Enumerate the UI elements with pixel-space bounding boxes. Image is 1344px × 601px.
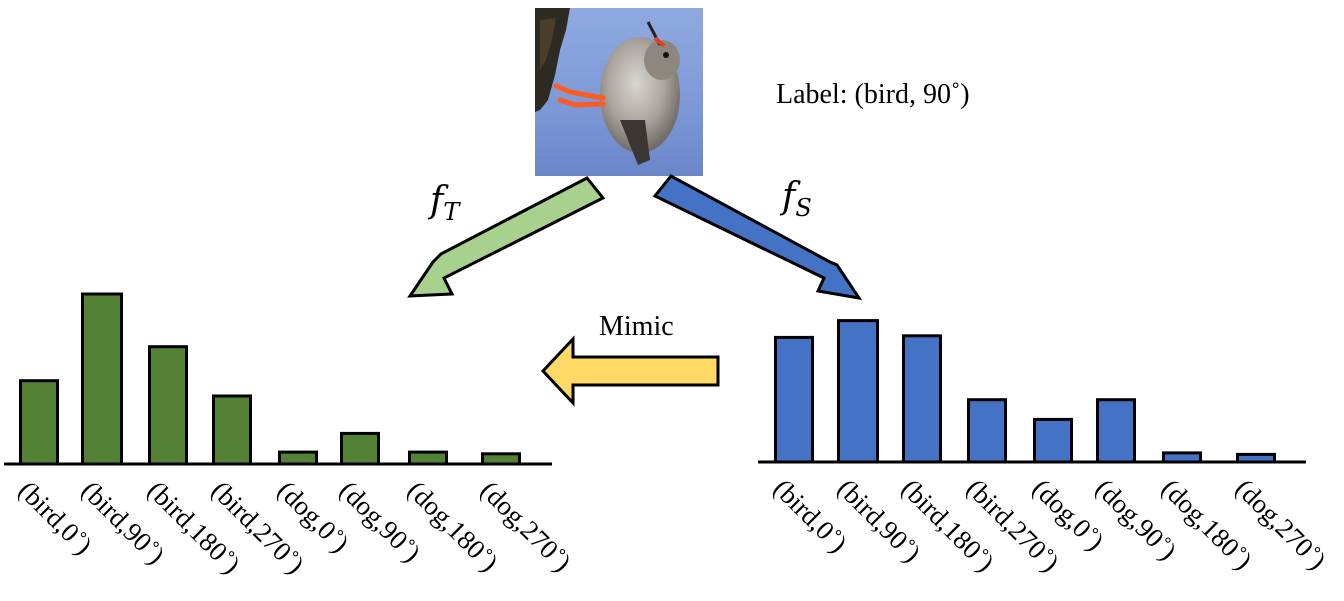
student-bar-chart: (bird,0˚)(bird,90˚)(bird,180˚)(bird,270˚…	[758, 319, 1332, 577]
student-bar-1	[837, 319, 879, 464]
student-subscript: S	[795, 194, 811, 222]
student-bar-5	[1096, 398, 1136, 464]
bird-image	[535, 8, 703, 176]
student-bar-2	[902, 334, 942, 464]
teacher-function-label: fT	[427, 180, 461, 226]
teacher-bar-0	[19, 379, 59, 466]
student-function-label: fS	[779, 176, 812, 222]
teacher-bar-4	[278, 450, 318, 466]
teacher-bar-1	[81, 292, 123, 466]
student-arrow	[652, 174, 863, 301]
teacher-subscript: T	[443, 198, 461, 226]
teacher-bar-6	[408, 450, 448, 466]
label-text: Label: (bird, 90˚)	[776, 79, 970, 110]
teacher-bar-3	[212, 394, 252, 466]
teacher-bar-7	[481, 452, 521, 466]
mimic-arrow	[540, 335, 720, 407]
student-bar-4	[1033, 417, 1073, 464]
student-bar-3	[967, 398, 1007, 464]
teacher-bar-chart: (bird,0˚)(bird,90˚)(bird,180˚)(bird,270˚…	[4, 292, 577, 579]
student-bar-0	[774, 335, 814, 464]
teacher-bar-2	[148, 345, 188, 466]
teacher-bar-5	[340, 431, 380, 466]
mimic-label: Mimic	[599, 311, 674, 342]
teacher-arrow	[407, 176, 606, 298]
